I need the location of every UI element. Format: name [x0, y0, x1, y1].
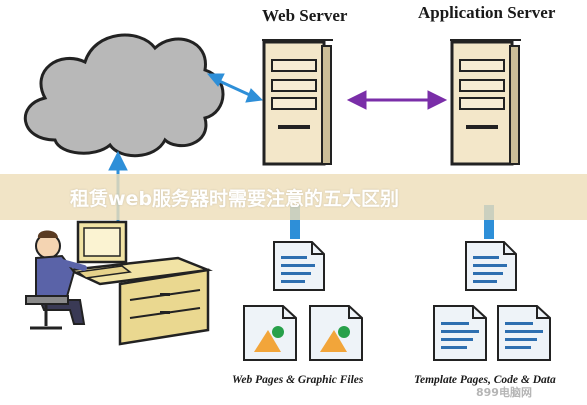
code-document-icon — [497, 305, 551, 361]
title-banner — [0, 174, 587, 220]
web-files-to-server-arrow — [290, 205, 300, 239]
templates-label: Template Pages, Code & Data — [414, 374, 556, 386]
web-page-document-icon — [273, 241, 325, 291]
application-server-icon — [450, 39, 521, 166]
application-server-label: Application Server — [418, 3, 556, 22]
template-document-icon — [433, 305, 487, 361]
web-server-label: Web Server — [262, 6, 348, 25]
watermark: 899电脑网 — [476, 386, 532, 399]
graphic-file-icon — [309, 305, 363, 361]
template-document-icon — [465, 241, 517, 291]
internet-cloud-icon — [23, 33, 225, 158]
app-files-to-server-arrow — [484, 205, 494, 239]
banner-title: 租赁web服务器时需要注意的五大区别 — [70, 188, 400, 210]
web-server-icon — [262, 39, 333, 166]
graphic-file-icon — [243, 305, 297, 361]
computer-user-icon — [25, 220, 213, 346]
cloud-web-server-arrow — [206, 73, 264, 103]
server-link-arrow — [346, 90, 448, 110]
web-pages-label: Web Pages & Graphic Files — [232, 374, 364, 386]
